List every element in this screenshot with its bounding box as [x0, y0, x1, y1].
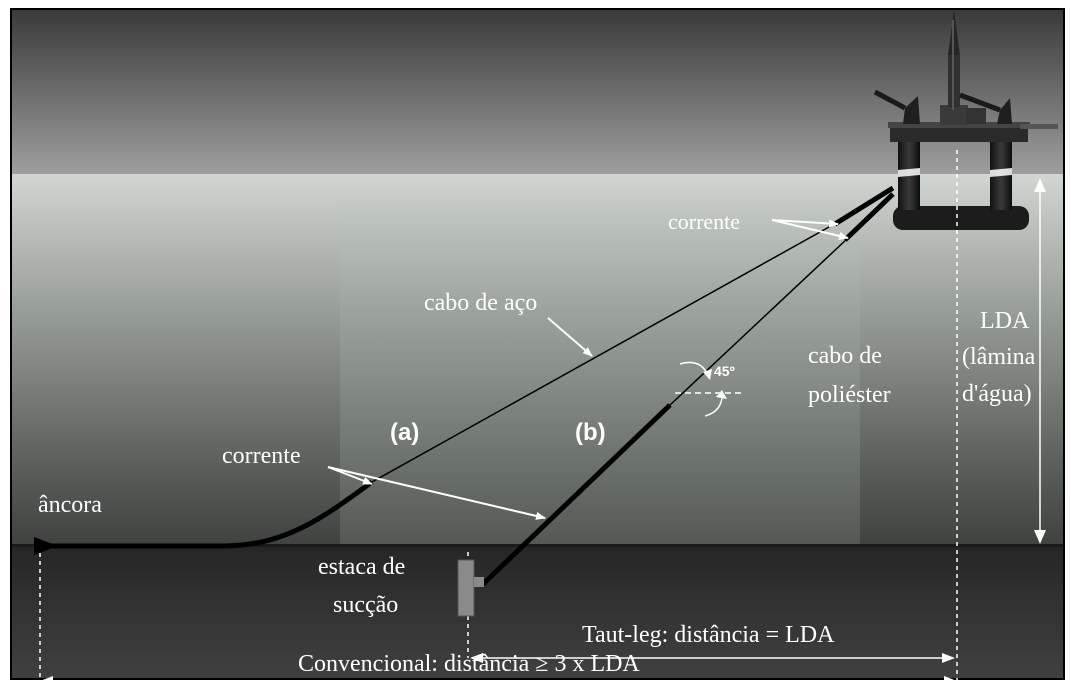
- seabed-surface-line: [12, 544, 1063, 547]
- conventional-distance-label: Convencional: distância ≥ 3 x LDA: [298, 651, 640, 677]
- steel-cable-arrow: [547, 317, 593, 357]
- taut-leg-chain-top: [843, 192, 895, 242]
- chain-bottom-arrow-2: [327, 466, 546, 520]
- angle-label: 45º: [714, 363, 735, 379]
- pile-padeye: [474, 577, 484, 587]
- polyester-cable-line: [669, 237, 849, 406]
- water-highlight: [340, 205, 860, 545]
- chain-top-arrow-1: [771, 219, 839, 228]
- angle-arc-bottom-head: [716, 390, 727, 399]
- suction-pile-label-line1: estaca de: [318, 554, 405, 580]
- conventional-arrow-head-left: [40, 676, 53, 684]
- water-column: [12, 174, 1063, 546]
- semi-submersible-platform: [873, 10, 1058, 230]
- anchor-icon: [34, 537, 58, 555]
- steel-cable-line: [371, 221, 839, 483]
- taut-leg-distance-label: Taut-leg: distância = LDA: [582, 622, 835, 648]
- polyester-label-line1: cabo de: [808, 343, 882, 369]
- angle-arc-bottom: [704, 397, 723, 417]
- mooring-tag-a: (a): [390, 419, 419, 446]
- chain-top-arrow-2: [771, 219, 849, 240]
- taut-leg-arrow-head-left: [470, 653, 483, 663]
- lda-label-line3: d'água): [962, 381, 1032, 407]
- lda-label-line1: LDA: [980, 308, 1030, 334]
- anchor-label: âncora: [38, 492, 102, 518]
- lda-arrow-head-top: [1034, 178, 1046, 192]
- chain-bottom-arrow-1: [327, 466, 373, 485]
- lda-arrow-head-bottom: [1034, 530, 1046, 544]
- conventional-arrow-head-right: [944, 676, 957, 684]
- sky-band: [12, 10, 1063, 174]
- mooring-tag-b: (b): [575, 419, 606, 446]
- chain-bottom-label: corrente: [222, 443, 301, 469]
- angle-arc-top-head: [703, 369, 712, 380]
- suction-pile: [457, 559, 475, 617]
- suction-pile-label-line2: sucção: [333, 592, 398, 618]
- taut-leg-chain-bottom: [480, 403, 672, 587]
- steel-cable-label: cabo de aço: [424, 290, 537, 316]
- lda-label-line2: (lâmina: [962, 344, 1036, 370]
- chain-top-label: corrente: [668, 209, 740, 234]
- taut-leg-arrow-head-right: [942, 653, 955, 663]
- conventional-chain-top: [833, 185, 895, 227]
- seabed: [12, 546, 1063, 678]
- conventional-chain-seabed: [40, 479, 374, 549]
- polyester-label-line2: poliéster: [808, 382, 891, 408]
